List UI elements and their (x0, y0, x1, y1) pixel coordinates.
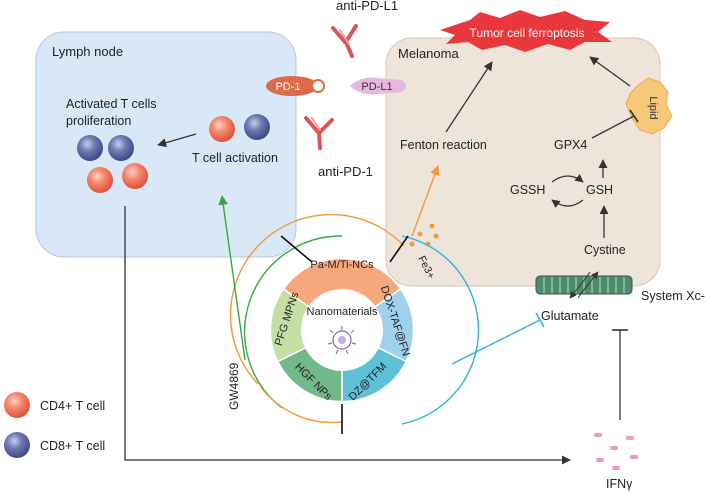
lipid-label: Lipid (647, 96, 659, 119)
pdl1-label: PD-L1 (361, 81, 392, 93)
gpx4-inhibit-bar (629, 109, 639, 123)
gssh-label: GSSH (510, 183, 545, 197)
legend-cd4-label: CD4+ T cell (40, 399, 105, 413)
t-cell-activation-label: T cell activation (192, 151, 278, 165)
segment-label-pa-m-ti-ncs: Pa-M/Ti-NCs (310, 259, 374, 271)
legend-cd8-label: CD8+ T cell (40, 439, 105, 453)
nanomaterials-label: Nanomaterials (307, 306, 378, 318)
nanoparticle-icon (327, 326, 357, 355)
wheel-spoke-left (280, 235, 313, 263)
system-xc-label: System Xc- (641, 289, 705, 303)
fe3-to-fenton-arrow (411, 165, 440, 237)
cystine-label: Cystine (584, 243, 626, 257)
ifng-particles-icon (594, 433, 638, 470)
proliferation-arrow (157, 133, 197, 148)
proliferation-label: proliferation (66, 114, 131, 128)
gssh-to-gsh-arrow (551, 173, 584, 183)
green-arc (243, 235, 343, 409)
gpx4-label: GPX4 (554, 138, 587, 152)
cd8-t-cell-icon (108, 135, 134, 161)
cd8-t-cell-icon (244, 114, 270, 140)
anti-pd-1-label: anti-PD-1 (318, 164, 373, 179)
lymph-node-label: Lymph node (52, 44, 123, 59)
glutamate-label: Glutamate (541, 309, 599, 323)
pd1-label: PD-1 (275, 81, 300, 93)
anti-pd-l1-antibody-icon (331, 24, 358, 58)
anti-pd-1-antibody-icon (304, 116, 334, 150)
pd1-tip-icon (311, 79, 325, 93)
blue-arc (401, 235, 480, 425)
cd4-t-cell-icon (209, 116, 235, 142)
gw4869-label: GW4869 (227, 362, 241, 410)
system-xc-transporter-icon (535, 271, 633, 299)
nanomaterials-wheel: Nanomaterials Pa-M/Ti-NCs DOX-TAF@FN DZ@… (269, 257, 415, 403)
legend-cd8-icon (4, 432, 30, 458)
activated-t-cells-label: Activated T cells (66, 97, 157, 111)
cd8-t-cell-icon (77, 135, 103, 161)
cd4-t-cell-icon (122, 163, 148, 189)
wheel-inhibit-glutamate-bar (535, 312, 545, 328)
legend-cd4-icon (4, 392, 30, 418)
melanoma-label: Melanoma (398, 46, 459, 61)
lipid-to-ferroptosis-arrow (589, 56, 631, 87)
gsh-label: GSH (586, 183, 613, 197)
gpx4-inhibit-line (591, 115, 635, 139)
fenton-reaction-label: Fenton reaction (400, 138, 487, 152)
ifng-label: IFNγ (606, 477, 633, 491)
pdl1-ligand-icon (350, 77, 406, 95)
ferroptosis-label: Tumor cell ferroptosis (470, 26, 585, 40)
pd1-receptor-icon (266, 76, 318, 96)
wheel-to-t-cell-activation-arrow (218, 195, 246, 361)
legend: CD4+ T cell CD8+ T cell (4, 392, 105, 458)
ferroptosis-banner (440, 10, 612, 52)
wheel-inhibit-glutamate-line (451, 319, 541, 365)
cd4-t-cell-icon (87, 167, 113, 193)
fenton-to-ferroptosis-arrow (445, 61, 493, 133)
fe3-particles-icon (409, 223, 439, 247)
gsh-to-gssh-arrow (551, 199, 584, 208)
anti-pd-l1-label: anti-PD-L1 (336, 0, 398, 13)
orange-arc-left (229, 213, 405, 385)
orange-arc-bottom (259, 385, 343, 424)
lymph-node-panel (35, 31, 297, 258)
t-cells-to-ifng-arrow (124, 206, 571, 465)
wheel-spoke-right (389, 235, 409, 263)
